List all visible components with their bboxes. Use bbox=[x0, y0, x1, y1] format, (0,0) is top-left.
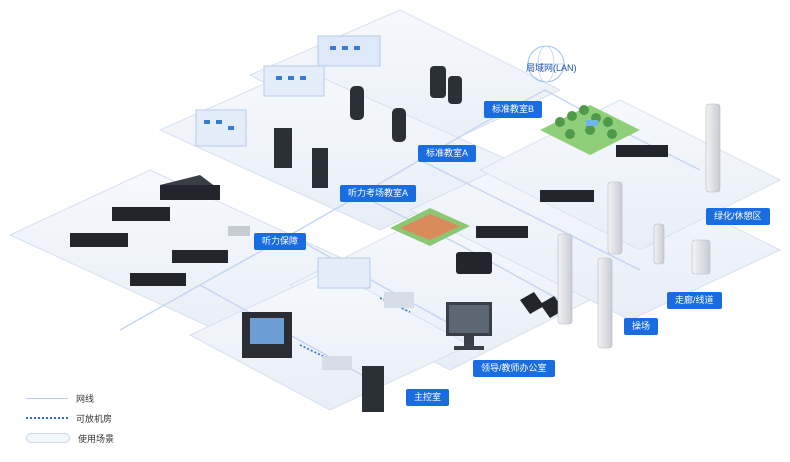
zone-label-greening-rest-area: 绿化/休憩区 bbox=[706, 208, 770, 225]
column-speakers bbox=[557, 103, 721, 349]
zone-label-leader-office: 领导/教师办公室 bbox=[473, 360, 555, 377]
listening-support-devices bbox=[70, 175, 250, 286]
legend-label-usage-scene: 使用场景 bbox=[78, 433, 115, 444]
lan-globe-icon bbox=[527, 45, 565, 83]
optional-room-swatch bbox=[26, 417, 68, 419]
office-monitor-device bbox=[446, 302, 492, 350]
zone-label-standard-classroom-b: 标准教室B bbox=[484, 101, 543, 118]
zone-label-control-room: 主控室 bbox=[406, 389, 450, 406]
network-line-swatch bbox=[26, 397, 68, 399]
exam-room-scene bbox=[317, 257, 414, 308]
legend-label-network-line: 网线 bbox=[76, 393, 95, 404]
legend-label-optional-room: 可放机房 bbox=[76, 413, 113, 424]
legend-item-usage-scene: 使用场景 bbox=[26, 428, 114, 448]
legend-item-optional-room: 可放机房 bbox=[26, 408, 114, 428]
classroom-a-scene bbox=[195, 109, 247, 147]
zone-label-listening-exam-room-a: 听力考场教室A bbox=[340, 185, 417, 202]
legend: 网线 可放机房 使用场景 bbox=[26, 388, 114, 448]
zone-label-playground: 操场 bbox=[624, 318, 659, 335]
zone-label-listening-support: 听力保障 bbox=[254, 233, 307, 250]
zone-label-standard-classroom-a: 标准教室A bbox=[418, 145, 477, 162]
lan-label: 局域网(LAN) bbox=[526, 63, 577, 73]
control-room-devices bbox=[242, 312, 384, 412]
greening-area-scene bbox=[540, 105, 640, 155]
zone-label-corridor: 走廊/线道 bbox=[667, 292, 722, 309]
playground-scene bbox=[390, 208, 470, 246]
classroom-b-scene bbox=[263, 35, 381, 97]
usage-scene-swatch bbox=[26, 433, 70, 443]
legend-item-network-line: 网线 bbox=[26, 388, 114, 408]
standard-classroom-devices bbox=[274, 66, 462, 188]
